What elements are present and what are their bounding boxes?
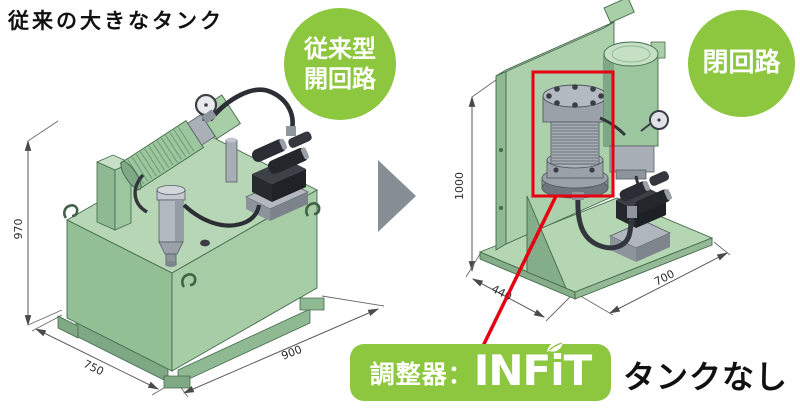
leaf-icon (547, 341, 564, 352)
j-hook-icon (181, 273, 197, 288)
badge-conventional-open-circuit: 従来型 開回路 (284, 8, 396, 120)
brand-part: T (563, 345, 593, 395)
highlight-box (531, 70, 615, 198)
badge-conventional-line2: 開回路 (304, 65, 376, 93)
pressure-gauge-right (640, 110, 669, 132)
dim-left-height-value: 970 (12, 219, 25, 240)
transition-arrow-icon (378, 160, 416, 232)
solenoid-valve (649, 171, 670, 186)
infit-regulator-unit (541, 84, 609, 199)
hydraulic-hoses-left (133, 87, 296, 228)
left-machine-illustration: 970 750 900 (12, 87, 385, 398)
j-hook-icon (63, 204, 79, 219)
solenoid-valve (267, 147, 310, 174)
tank-less-note: タンクなし (623, 358, 789, 396)
filter-cylinder (156, 184, 186, 267)
lifting-hooks (63, 202, 321, 288)
dim-left-width-value: 900 (280, 343, 304, 363)
regulator-prefix: 調整器： (369, 359, 474, 389)
solenoid-valve (288, 131, 312, 148)
solenoid-valve (251, 138, 288, 162)
dim-right-height-value: 1000 (453, 172, 466, 200)
page-title: 従来の大きなタンク (8, 9, 224, 33)
brand-part: i (550, 345, 564, 395)
badge-closed-circuit: 閉回路 (688, 10, 795, 117)
dim-right-height: 1000 (453, 74, 504, 278)
dim-left-height: 970 (12, 120, 63, 327)
gusset-rib (526, 195, 567, 289)
dim-left-depth-value: 750 (81, 357, 106, 378)
solenoid-valve (634, 189, 672, 213)
brand-part: INF (473, 345, 551, 395)
right-machine-illustration: 1000 440 700 (453, 0, 731, 322)
motor-fins (127, 126, 195, 185)
solenoid-valve (619, 180, 651, 202)
tank-base (57, 297, 325, 389)
panel-top-tab (603, 0, 635, 24)
j-hook-icon (305, 202, 321, 217)
brand-i-wrap: i (547, 341, 565, 392)
pump-section (609, 145, 655, 173)
callout-leader-line (481, 195, 558, 347)
breather-port (200, 239, 210, 247)
bellows-body (550, 117, 600, 165)
valve-manifold-left (245, 131, 312, 221)
badge-conventional-line1: 従来型 (304, 35, 376, 63)
highlight-annotation (481, 70, 615, 347)
badge-closed-label: 閉回路 (702, 48, 781, 79)
support-column (225, 137, 238, 183)
